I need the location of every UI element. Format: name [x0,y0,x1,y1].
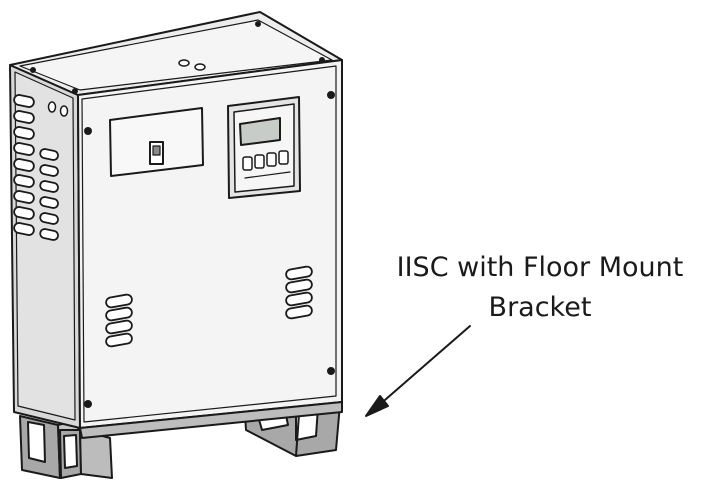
switch-plate [109,107,204,177]
floor-bracket-left [19,415,113,479]
cabinet-front-panel [77,59,343,429]
callout-label-line-1: IISC with Floor Mount [396,252,684,283]
side-vent-louvers [13,94,59,241]
vent-louver-icon [105,265,313,348]
cabinet-side-panel [9,64,81,429]
rocker-switch-icon [149,141,164,165]
keypad-display-icon [227,96,301,199]
callout-arrow-icon [365,325,471,417]
bracket-base-rail [79,401,343,439]
callout-label: IISC with Floor Mount Bracket [360,248,720,328]
callout-label-line-2: Bracket [488,292,592,323]
